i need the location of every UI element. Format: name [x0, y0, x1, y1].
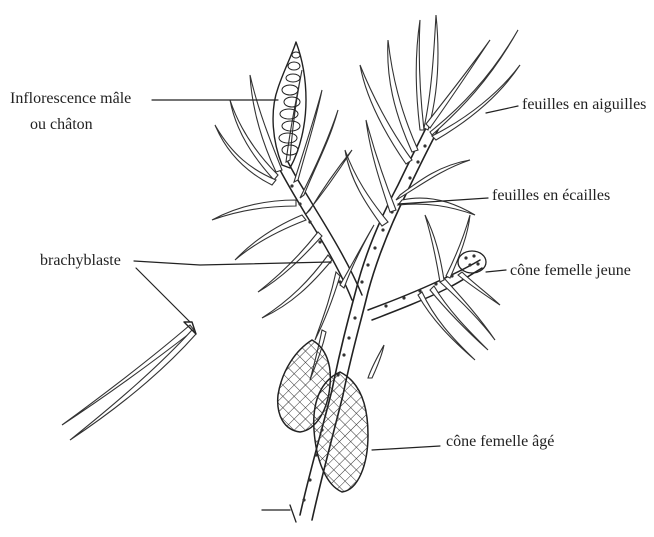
label-old-female-cone: cône femelle âgé: [446, 433, 554, 451]
label-male-inflorescence-line2: ou châton: [30, 116, 93, 134]
young-female-cone: [458, 251, 486, 273]
label-needle-leaves: feuilles en aiguilles: [522, 96, 646, 114]
label-scale-leaves: feuilles en écailles: [492, 187, 610, 205]
label-male-inflorescence: Inflorescence mâle: [10, 90, 131, 108]
label-young-female-cone: cône femelle jeune: [510, 262, 631, 280]
old-female-cones: [278, 340, 368, 492]
scale-leaf-dots: [290, 144, 453, 501]
label-brachyblast: brachyblaste: [40, 252, 121, 270]
